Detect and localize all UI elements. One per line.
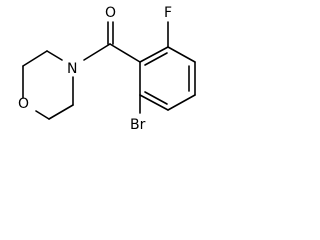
chemical-structure: O N O F Br xyxy=(18,5,196,133)
bond-carbonyl-ring xyxy=(109,43,141,63)
bond-ring-c1-c2 xyxy=(139,46,169,63)
atom-label-f: F xyxy=(164,5,172,21)
bond-ring-c5-c6 xyxy=(139,94,169,111)
bond-morph-c2-n xyxy=(46,50,63,61)
bond-ring-c1-c2-inner xyxy=(144,52,168,66)
bond-ring-c5-c6-inner xyxy=(144,91,168,105)
atom-label-o-ring: O xyxy=(18,96,29,112)
bond-n-carbonyl xyxy=(83,43,111,61)
bond-morph-c3-c4 xyxy=(48,104,74,120)
bond-ring-c2-c3 xyxy=(167,46,196,63)
atom-label-n-ring: N xyxy=(67,61,77,77)
bond-morph-c4-o xyxy=(35,110,50,120)
atom-label-br: Br xyxy=(130,117,146,133)
bond-morph-c1-c2 xyxy=(22,50,48,67)
bond-ring-c4-c5 xyxy=(167,94,196,111)
atom-label-o-carbonyl: O xyxy=(105,5,116,21)
